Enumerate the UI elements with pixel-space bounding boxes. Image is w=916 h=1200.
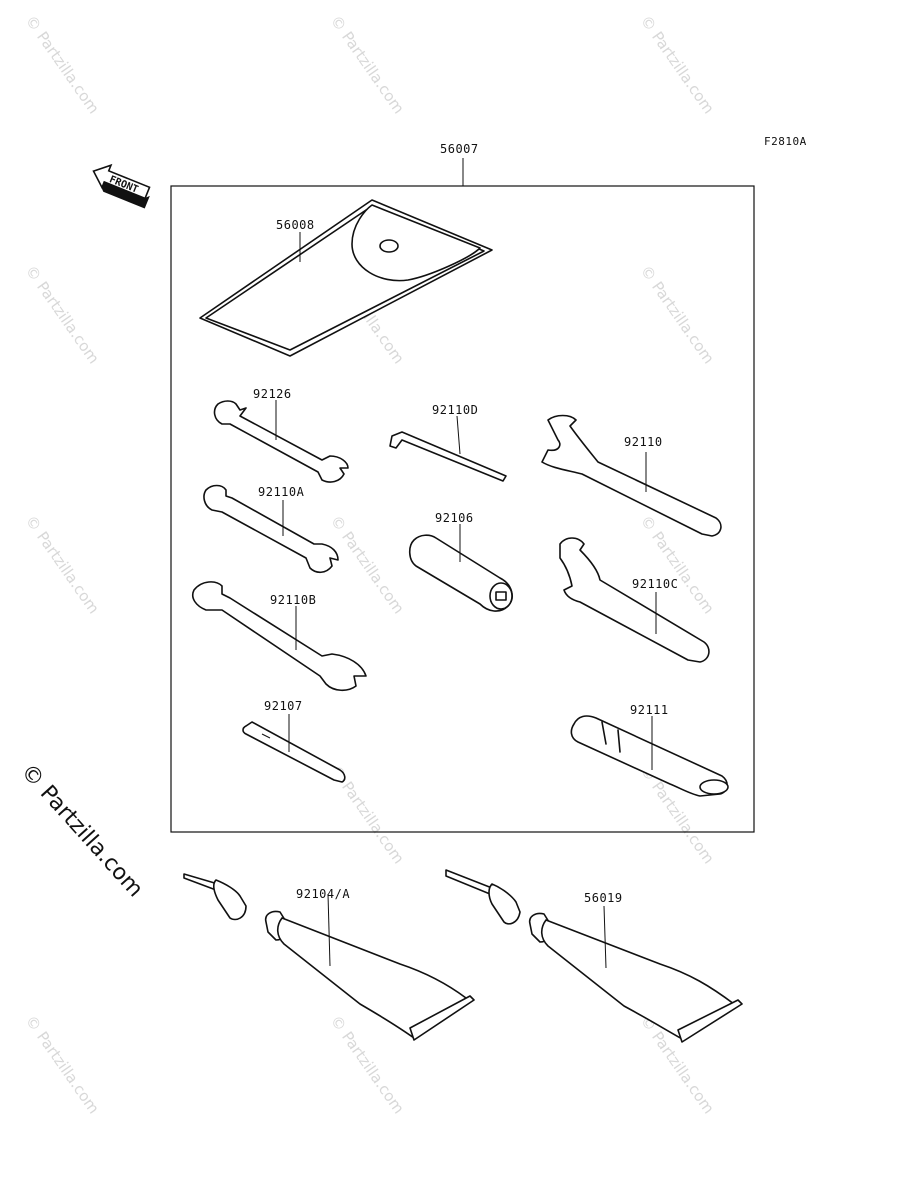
hook-wrench-92110 xyxy=(541,414,722,537)
watermark: © Partzilla.com xyxy=(327,512,408,617)
part-label-92110D: 92110D xyxy=(432,403,478,417)
wrench-92126 xyxy=(213,400,349,483)
wrench-92110A xyxy=(203,484,339,574)
grease-tube-92104A xyxy=(183,873,475,1041)
grease-tube-56019 xyxy=(445,869,743,1043)
part-label-92110A: 92110A xyxy=(258,485,305,499)
watermark: © Partzilla.com xyxy=(22,12,103,117)
watermark: © Partzilla.com xyxy=(327,12,408,117)
screwdriver-bit-92107 xyxy=(242,714,346,783)
part-label-92110C: 92110C xyxy=(632,577,678,591)
watermark: © Partzilla.com xyxy=(22,262,103,367)
part-label-56007: 56007 xyxy=(440,142,479,156)
watermark: © Partzilla.com xyxy=(327,1012,408,1117)
watermark: © Partzilla.com xyxy=(22,1012,103,1117)
front-arrow-icon: FRONT xyxy=(92,163,151,209)
wrench-92110B xyxy=(191,581,367,692)
part-label-92110: 92110 xyxy=(624,435,663,449)
side-watermark: © Partzilla.com xyxy=(16,759,148,902)
part-label-92106: 92106 xyxy=(435,511,474,525)
part-label-92126: 92126 xyxy=(253,387,292,401)
diagram-code: F2810A xyxy=(764,135,807,148)
hex-key-92110D xyxy=(389,415,507,482)
spanner-92110C xyxy=(559,537,710,663)
plug-socket-92106 xyxy=(408,524,513,612)
handle-92111 xyxy=(570,715,729,797)
tool-bag xyxy=(199,199,493,357)
watermark: © Partzilla.com xyxy=(637,262,718,367)
part-label-56019: 56019 xyxy=(584,891,623,905)
part-label-92104-A: 92104/A xyxy=(296,887,350,901)
part-label-92107: 92107 xyxy=(264,699,303,713)
part-label-56008: 56008 xyxy=(276,218,315,232)
part-label-92110B: 92110B xyxy=(270,593,316,607)
part-label-92111: 92111 xyxy=(630,703,669,717)
watermark: © Partzilla.com xyxy=(22,512,103,617)
watermark: © Partzilla.com xyxy=(637,12,718,117)
